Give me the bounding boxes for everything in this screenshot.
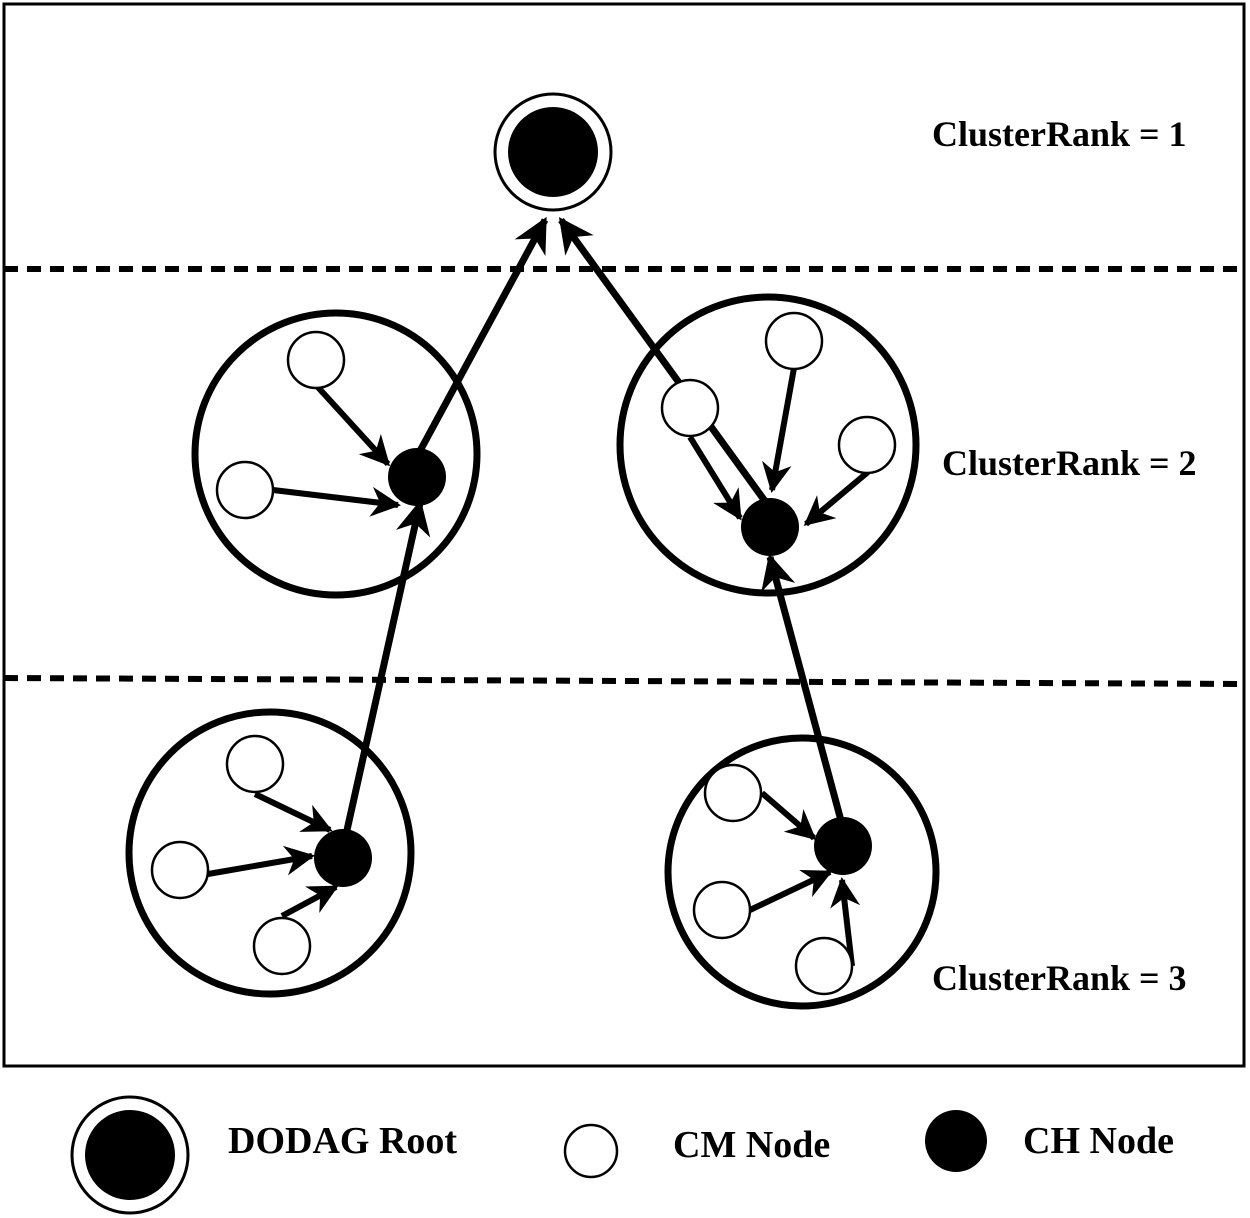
arrow-cm-to-ch (280, 884, 339, 919)
rank-label-2: ClusterRank = 2 (942, 443, 1197, 483)
cm-node (703, 763, 763, 823)
diagram-frame (2, 2, 1246, 1068)
arrow-cm-to-ch (803, 469, 870, 527)
arrow-ch-left-to-root (410, 216, 549, 464)
legend-ch-icon (925, 1110, 987, 1172)
ch-node (388, 448, 446, 506)
rank-label-1: ClusterRank = 1 (932, 114, 1187, 154)
arrow-ch-right-to-root (558, 217, 773, 511)
cm-node (837, 415, 897, 475)
dodag-root-node (493, 92, 613, 212)
arrow-cm-to-ch (760, 790, 817, 841)
cm-node (692, 880, 752, 940)
cluster-rank3-left (125, 708, 415, 998)
arrow-cm-to-ch (272, 486, 401, 517)
arrow-cm-to-ch (207, 845, 315, 877)
arrow-cm-to-ch (762, 367, 797, 493)
cm-node (225, 734, 285, 794)
arrow-cm-to-ch (687, 435, 743, 521)
legend-root-label: DODAG Root (228, 1120, 457, 1162)
ch-node (314, 829, 372, 887)
arrow-rank3-left-to-rank2-left (339, 499, 431, 849)
arrow-rank3-right-to-rank2-right (761, 553, 847, 829)
ch-node (814, 817, 872, 875)
cm-nodes (150, 311, 897, 996)
cm-node (286, 330, 346, 390)
rank-label-3: ClusterRank = 3 (932, 958, 1187, 998)
cluster-rank2-right (616, 293, 920, 597)
cluster-rank2-left (191, 309, 481, 599)
arrow-cm-to-ch (253, 791, 333, 833)
arrow-cm-to-ch (748, 869, 833, 913)
ch-nodes (314, 448, 872, 887)
legend-ch-label: CH Node (1023, 1120, 1174, 1162)
legend-cm-icon (563, 1123, 619, 1179)
legend: DODAG Root CM Node CH Node (70, 1095, 1174, 1215)
arrow-cm-to-ch (312, 381, 391, 467)
cm-node (660, 378, 720, 438)
cm-node (764, 311, 824, 371)
legend-cm-label: CM Node (673, 1124, 830, 1166)
ch-node (741, 498, 799, 556)
arrow-cm-to-ch (830, 877, 861, 967)
cm-node (252, 916, 312, 976)
cm-node (794, 936, 854, 996)
cm-node (150, 840, 210, 900)
cluster-rank3-right (664, 734, 940, 1010)
cm-node (215, 460, 275, 520)
legend-root-icon (70, 1095, 190, 1215)
rank-divider-2 (3, 675, 1247, 687)
